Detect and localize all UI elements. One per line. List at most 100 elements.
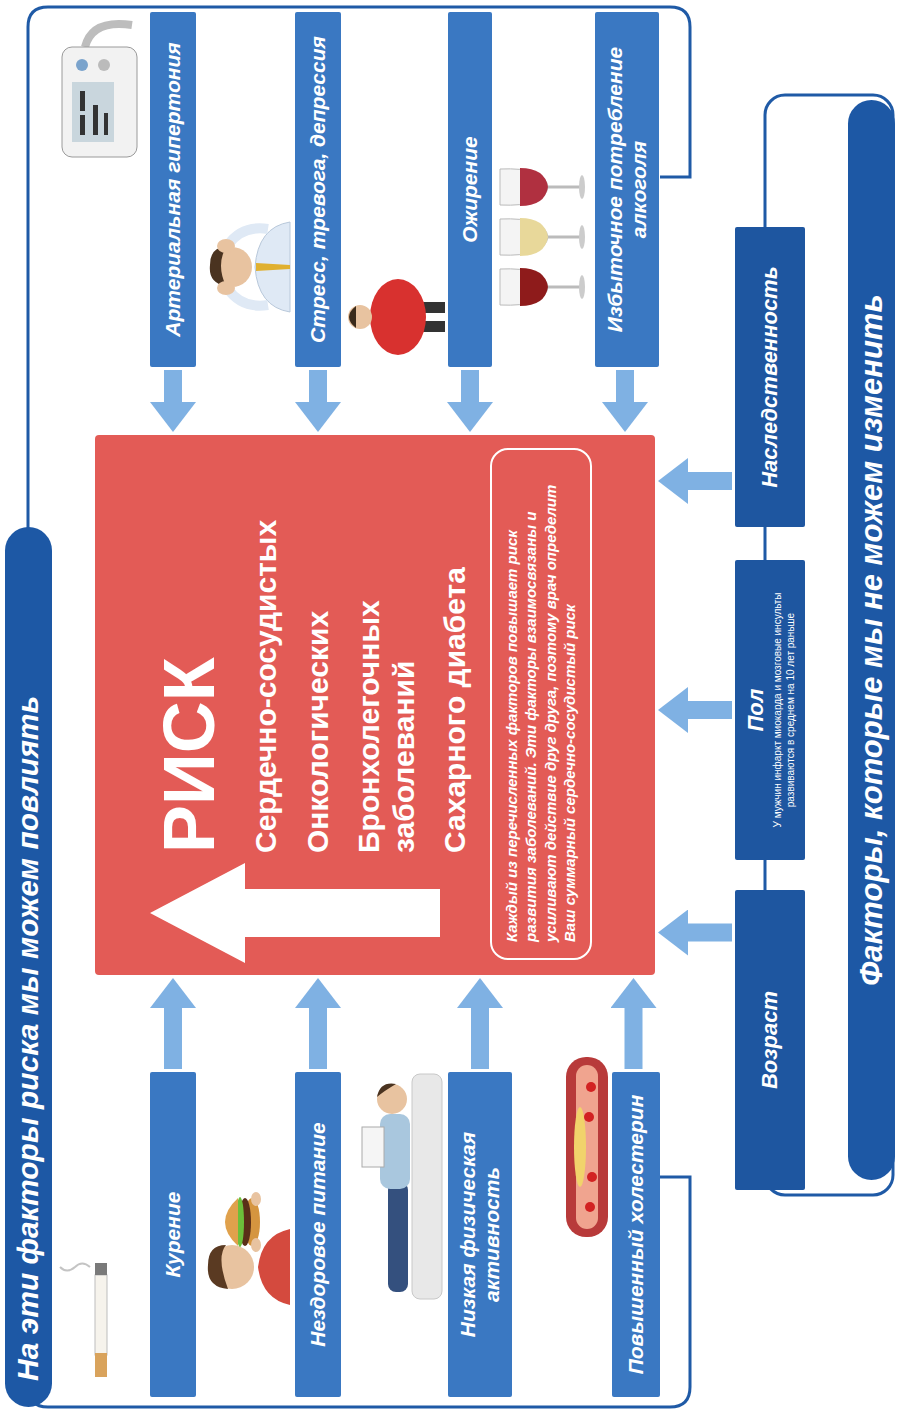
cigarette-picture: [60, 1263, 107, 1377]
artery-picture: [574, 1107, 586, 1187]
risk-factor-box: Низкая физическая активность: [448, 1072, 512, 1397]
lying-man-picture: [388, 1182, 408, 1292]
arrow-connector: [688, 701, 732, 719]
factor-label: Пол: [743, 689, 768, 732]
arrow-connector: [461, 370, 479, 402]
arrow-connector: [688, 924, 732, 942]
arrow-connector: [309, 370, 327, 402]
risk-factor-box: Избыточное потребление алкоголя: [595, 12, 659, 367]
wine-glasses-picture: [579, 175, 585, 199]
fixed-factor-box: Наследственность: [735, 227, 805, 527]
factor-label: Низкая физическая активность: [456, 1084, 504, 1385]
disease-label: Сахарного диабета: [438, 453, 473, 853]
blood-pressure-monitor-picture: [85, 24, 132, 47]
obese-person-picture: [370, 279, 426, 355]
wine-glasses-picture: [500, 169, 548, 205]
blood-pressure-monitor-picture: [62, 24, 137, 157]
burger-man-picture: [208, 1245, 228, 1289]
blood-pressure-monitor-picture: [98, 59, 110, 71]
cigarette-picture: [95, 1263, 107, 1275]
blood-pressure-monitor-picture: [80, 91, 85, 111]
risk-factor-box: Нездоровое питание: [295, 1072, 341, 1397]
obese-person-picture: [348, 279, 445, 355]
artery-picture: [584, 1112, 594, 1122]
arrow-connector: [309, 1008, 327, 1069]
note-text: У мужчин инфаркт миокарда и мозговые инс…: [772, 572, 797, 848]
lying-man-picture: [362, 1127, 384, 1167]
blood-pressure-monitor-picture: [72, 82, 114, 142]
stressed-man-picture: [210, 222, 290, 312]
stressed-man-picture: [256, 263, 290, 271]
artery-picture: [585, 1202, 595, 1212]
section-heading: На эти факторы риска мы можем повлиять: [11, 696, 46, 1381]
stressed-man-picture: [217, 239, 235, 253]
fixed-factor-box: ПолУ мужчин инфаркт миокарда и мозговые …: [735, 560, 805, 860]
factor-label: Артериальная гипертония: [161, 42, 185, 336]
arrow-connector: [164, 1008, 182, 1069]
risk-factor-box: Повышенный холестерин: [612, 1072, 660, 1397]
lying-man-picture: [377, 1084, 407, 1114]
arrow-connector: [688, 472, 732, 490]
cigarette-picture: [60, 1264, 90, 1271]
wine-glasses-picture: [500, 168, 585, 306]
artery-picture: [566, 1057, 608, 1237]
risk-factor-box: Ожирение: [448, 12, 492, 367]
lying-man-picture: [377, 1084, 396, 1097]
frame-outline: [28, 7, 690, 1407]
blood-pressure-monitor-picture: [80, 115, 85, 135]
disease-label: Сердечно-сосудистых: [249, 453, 284, 853]
artery-picture: [566, 1057, 608, 1237]
factor-label: Ожирение: [458, 136, 482, 242]
wine-glasses-picture: [548, 186, 580, 189]
wine-glasses-picture: [500, 219, 548, 255]
cigarette-picture: [95, 1275, 107, 1355]
cigarette-picture: [95, 1353, 107, 1377]
stressed-man-picture: [217, 281, 235, 295]
factor-label: Курение: [161, 1192, 185, 1278]
artery-picture: [587, 1172, 597, 1182]
note-box: Каждый из перечисленных факторов повышае…: [490, 448, 592, 960]
wine-glasses-picture: [520, 268, 548, 306]
wine-glasses-picture: [579, 275, 585, 299]
wine-glasses-picture: [520, 218, 548, 256]
wine-glasses-picture: [548, 286, 580, 289]
risk-box: РИСК Сердечно-сосудистых Онкологических Бро…: [95, 435, 655, 975]
burger-man-picture: [251, 1192, 261, 1206]
risk-factor-box: Курение: [150, 1072, 196, 1397]
factor-label: Стресс, тревога, депрессия: [306, 36, 330, 343]
arrow-connector: [625, 1008, 643, 1069]
lying-man-picture: [412, 1074, 442, 1299]
section-heading: Факторы, которые мы не можем изменить: [854, 294, 890, 986]
lying-man-picture: [362, 1074, 442, 1299]
note-text: Каждый из перечисленных факторов повышае…: [502, 466, 580, 942]
fixed-factor-box: Возраст: [735, 890, 805, 1190]
stressed-man-picture: [255, 222, 290, 312]
obese-person-picture: [349, 306, 356, 328]
frame-outline: [28, 7, 893, 1407]
factor-label: Избыточное потребление алкоголя: [603, 24, 651, 355]
factor-label: Нездоровое питание: [306, 1122, 330, 1346]
factor-label: Возраст: [757, 991, 782, 1089]
disease-label: Онкологических: [301, 453, 336, 853]
risk-factor-box: Стресс, тревога, депрессия: [295, 12, 341, 367]
wine-glasses-picture: [520, 168, 548, 206]
wine-glasses-picture: [579, 225, 585, 249]
up-arrow: [95, 855, 455, 975]
blood-pressure-monitor-picture: [93, 105, 98, 135]
stressed-man-picture: [228, 289, 268, 306]
arrow-connector: [471, 1008, 489, 1069]
risk-factor-box: Артериальная гипертония: [150, 12, 196, 367]
burger-man-picture: [258, 1229, 290, 1305]
factor-label: Наследственность: [757, 266, 782, 488]
burger-man-picture: [251, 1238, 261, 1252]
risk-heading: РИСК: [153, 450, 225, 853]
header-band: На эти факторы риска мы можем повлиять: [5, 527, 52, 1407]
burger-man-picture: [225, 1198, 238, 1246]
footer-band: Факторы, которые мы не можем изменить: [848, 100, 895, 1180]
up-arrow: [150, 863, 440, 963]
arrow-connector: [164, 370, 182, 402]
stressed-man-picture: [210, 247, 226, 286]
obese-person-picture: [348, 305, 372, 329]
disease-label: Бронхолегочных заболеваний: [352, 453, 421, 853]
